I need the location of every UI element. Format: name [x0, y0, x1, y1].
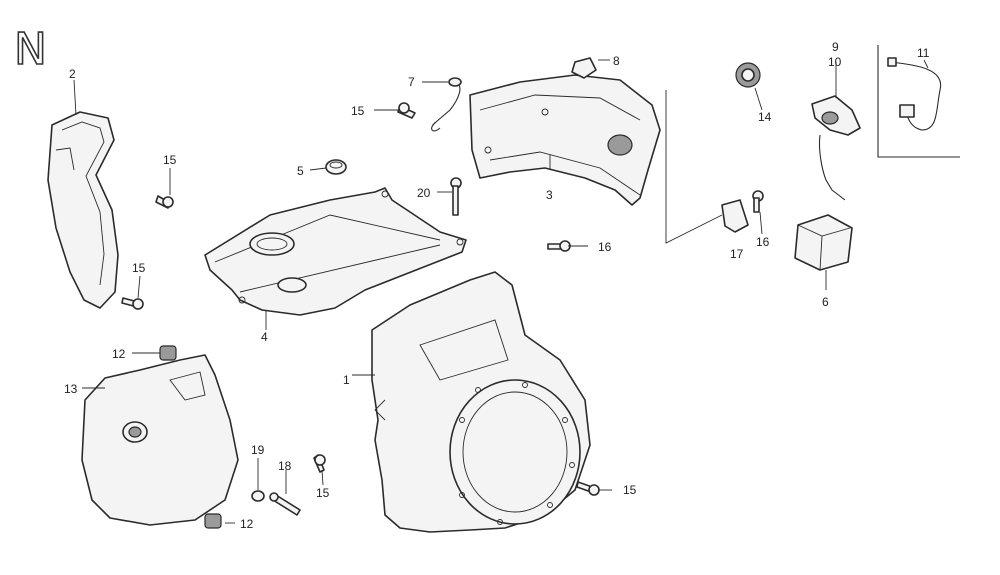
part-9-10-sensor [811, 95, 861, 201]
callout-12-upper: 12 [112, 347, 126, 361]
part-4-base-plate [204, 187, 467, 316]
part-7-wire-clip [431, 77, 462, 132]
callout-10: 10 [828, 55, 842, 69]
part-3-shroud-cover [469, 74, 661, 206]
part-15-bolt-d [313, 454, 326, 473]
part-6-block [794, 214, 853, 271]
callout-15-e: 15 [623, 483, 637, 497]
part-19-washer [251, 490, 265, 502]
callout-6: 6 [822, 295, 829, 309]
part-12-nut-upper [159, 345, 177, 361]
part-15-bolt-e [576, 481, 600, 496]
callout-16-a: 16 [598, 240, 612, 254]
callout-15-d: 15 [316, 486, 330, 500]
part-17-bracket [721, 199, 749, 233]
callout-1: 1 [343, 373, 350, 387]
callout-3: 3 [546, 188, 553, 202]
callout-7: 7 [408, 75, 415, 89]
callout-5: 5 [297, 164, 304, 178]
callout-2: 2 [69, 67, 76, 81]
callout-4: 4 [261, 330, 268, 344]
part-5-grommet [325, 159, 347, 175]
callout-9: 9 [832, 40, 839, 54]
part-16-bolt-a [547, 240, 571, 252]
callouts: 1 2 3 4 5 6 7 8 9 10 11 12 12 13 14 15 1… [64, 40, 930, 531]
part-15-bolt-b [155, 195, 174, 209]
part-15-bolt-c [121, 297, 144, 310]
part-20-bolt [450, 177, 462, 216]
callout-19: 19 [251, 443, 265, 457]
part-18-bolt [269, 492, 301, 516]
callout-14: 14 [758, 110, 772, 124]
callout-15-c: 15 [132, 261, 146, 275]
callout-13: 13 [64, 382, 78, 396]
part-16-bolt-b [752, 190, 764, 213]
callout-15-b: 15 [163, 153, 177, 167]
part-1-fan-shroud [371, 271, 591, 533]
callout-16-b: 16 [756, 235, 770, 249]
callout-17: 17 [730, 247, 744, 261]
section-letter: N [14, 24, 47, 75]
part-12-nut-lower [204, 513, 222, 529]
part-13-cover [81, 354, 239, 526]
leader-lines [73, 59, 929, 524]
part-2-side-shroud [47, 111, 119, 309]
part-15-bolt-a [397, 102, 416, 119]
callout-12-lower: 12 [240, 517, 254, 531]
part-11-wire-harness [877, 45, 960, 158]
part-8-clip [571, 57, 597, 79]
callout-20: 20 [417, 186, 431, 200]
callout-18: 18 [278, 459, 292, 473]
part-14-grommet [735, 62, 761, 88]
callout-11: 11 [917, 46, 930, 60]
callout-8: 8 [613, 54, 620, 68]
callout-15-a: 15 [351, 104, 365, 118]
